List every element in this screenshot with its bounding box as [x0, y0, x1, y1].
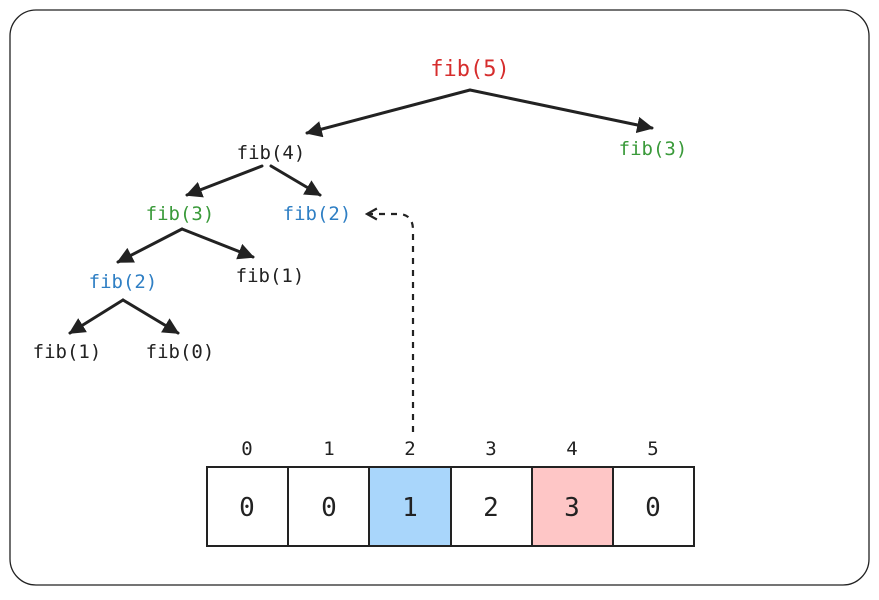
- node-fib0-leaf: fib(0): [146, 341, 215, 363]
- node-fib5: fib(5): [430, 57, 509, 82]
- edge-fib3-fib1: [180, 227, 255, 260]
- edge-fib5-fib4: [305, 88, 472, 138]
- memo-index-2: 2: [404, 438, 415, 460]
- memo-value-5: 0: [645, 493, 661, 523]
- node-fib4: fib(4): [237, 142, 306, 164]
- edge-fib2-fib1: [68, 298, 125, 335]
- memo-index-3: 3: [485, 438, 496, 460]
- memo-index-1: 1: [323, 438, 334, 460]
- memo-value-0: 0: [239, 493, 255, 523]
- memo-cell-4: [531, 466, 614, 547]
- tree-edges: [68, 88, 654, 335]
- memo-cell-5: [612, 466, 695, 547]
- node-fib3-right: fib(3): [619, 138, 688, 160]
- memo-value-2: 1: [402, 493, 418, 523]
- memo-value-4: 3: [564, 493, 580, 523]
- node-fib2-left: fib(2): [89, 271, 158, 293]
- edge-fib4-fib2: [269, 164, 322, 197]
- edge-fib5-fib3: [468, 88, 654, 134]
- node-fib2-cached: fib(2): [283, 203, 352, 225]
- memo-value-3: 2: [483, 493, 499, 523]
- memo-index-0: 0: [241, 438, 252, 460]
- edge-fib4-fib3: [185, 164, 264, 198]
- memo-cell-3: [450, 466, 533, 547]
- node-fib1-leaf: fib(1): [33, 341, 102, 363]
- memo-index-5: 5: [647, 438, 658, 460]
- edge-fib2-fib0: [121, 298, 180, 335]
- node-fib3-left: fib(3): [146, 203, 215, 225]
- edge-fib3-fib2: [116, 227, 184, 264]
- memo-cell-1: [287, 466, 370, 547]
- node-fib1-mid: fib(1): [236, 265, 305, 287]
- memo-cell-0: [206, 466, 289, 547]
- memo-index-4: 4: [566, 438, 577, 460]
- memo-value-1: 0: [321, 493, 337, 523]
- outer-frame: [9, 9, 870, 586]
- memo-array: 0 1 2 3 4 5 0 0 1 2 3 0: [206, 438, 695, 547]
